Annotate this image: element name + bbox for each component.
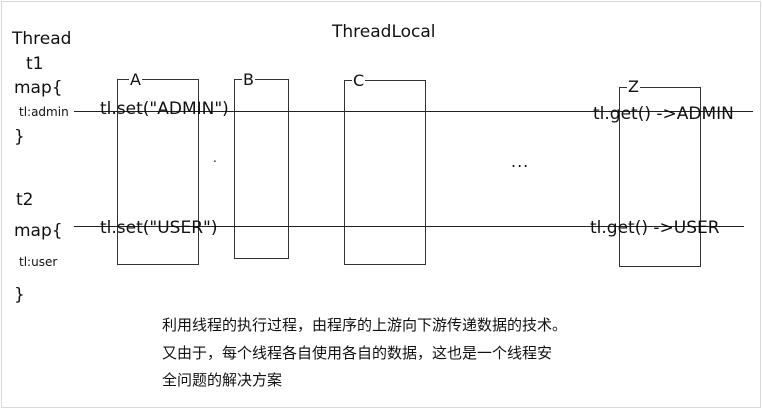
component-box-z	[619, 87, 701, 267]
t1-map-open: map{	[14, 78, 63, 98]
t2-map-entry: tl:user	[19, 255, 58, 269]
t1-label: t1	[26, 54, 44, 74]
t2-map-open: map{	[14, 221, 63, 241]
component-box-b	[234, 79, 289, 259]
thread-t2-flow-line	[74, 226, 744, 227]
dot-mark: .	[213, 151, 217, 165]
description-line-1: 利用线程的执行过程，由程序的上游向下游传递数据的技术。	[162, 316, 568, 334]
t2-get-call: tl.get() ->USER	[590, 218, 720, 238]
t1-map-entry: tl:admin	[19, 105, 69, 119]
diagram-title: ThreadLocal	[332, 22, 436, 42]
ellipsis-mark: ...	[511, 152, 530, 171]
t1-map-close: }	[14, 127, 25, 147]
t2-set-call: tl.set("USER")	[100, 218, 218, 238]
t1-set-call: tl.set("ADMIN")	[100, 99, 229, 119]
component-box-a	[117, 79, 199, 265]
t2-map-close: }	[14, 285, 25, 305]
t1-get-call: tl.get() ->ADMIN	[593, 104, 734, 124]
component-box-c	[344, 80, 426, 265]
component-box-z-label: Z	[627, 77, 640, 96]
description-line-2: 又由于，每个线程各自使用各自的数据，这也是一个线程安	[162, 344, 553, 362]
description-line-3: 全问题的解决方案	[162, 371, 283, 389]
t2-label: t2	[16, 190, 34, 210]
component-box-c-label: C	[352, 71, 366, 90]
component-box-b-label: B	[242, 70, 255, 89]
thread-label: Thread	[12, 29, 72, 49]
component-box-a-label: A	[129, 70, 142, 89]
thread-t1-flow-line	[74, 111, 753, 112]
